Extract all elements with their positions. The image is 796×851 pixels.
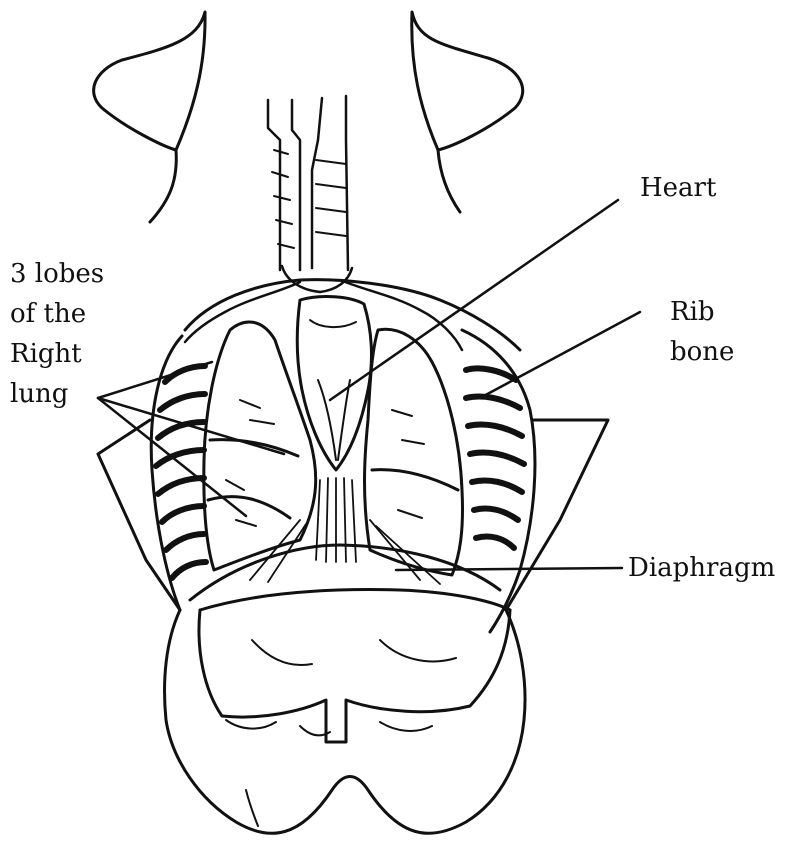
leader-diaphragm [396, 568, 622, 570]
leader-lobes-3 [98, 398, 246, 516]
trachea [268, 96, 352, 292]
label-lobes-line-2: of the [10, 294, 104, 334]
label-lobes-line-3: Right [10, 334, 104, 374]
label-rib-line-1: Rib [670, 292, 734, 332]
label-lobes-line-1: 3 lobes [10, 254, 104, 294]
rib-cage [151, 280, 535, 632]
label-rib-line-2: bone [670, 332, 734, 372]
label-right-lung-lobes: 3 lobes of the Right lung [10, 254, 104, 414]
abdominal-organs [199, 590, 510, 742]
label-lobes-line-4: lung [10, 374, 104, 414]
label-rib-bone: Rib bone [670, 292, 734, 372]
right-scapula [412, 12, 523, 212]
left-scapula [94, 12, 205, 222]
label-diaphragm: Diaphragm [628, 548, 775, 588]
leader-rib [480, 312, 640, 398]
label-heart: Heart [640, 168, 716, 208]
heart [297, 297, 371, 470]
